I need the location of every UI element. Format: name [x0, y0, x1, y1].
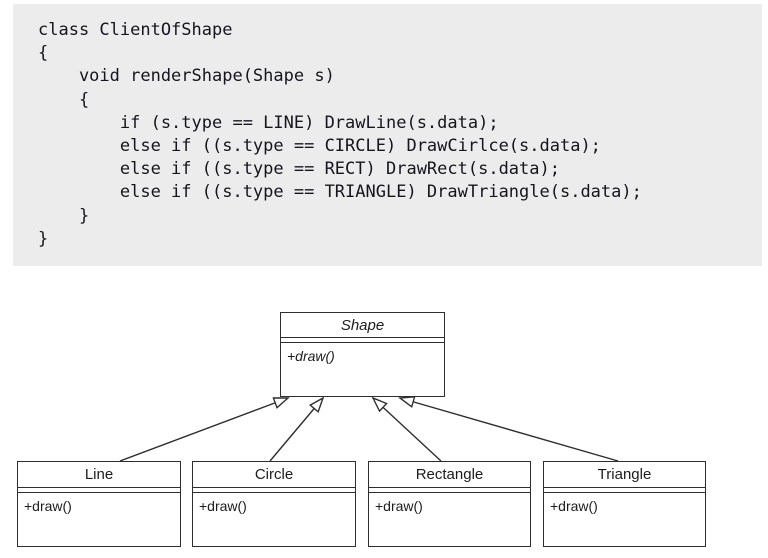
class-box-triangle: Triangle +draw() — [543, 461, 706, 547]
connector-triangle-to-shape — [400, 398, 619, 462]
class-box-circle: Circle +draw() — [192, 461, 356, 547]
connector-rectangle-to-shape — [373, 398, 442, 462]
class-box-shape: Shape +draw() — [280, 312, 445, 397]
operations-compartment: +draw() — [544, 493, 705, 546]
connector-line-to-shape — [119, 398, 288, 462]
attributes-compartment — [18, 488, 180, 493]
operation-draw: +draw() — [287, 348, 335, 364]
class-name-shape: Shape — [281, 313, 444, 338]
operation-draw: +draw() — [24, 498, 72, 514]
operations-compartment: +draw() — [369, 493, 530, 546]
class-box-rectangle: Rectangle +draw() — [368, 461, 531, 547]
class-name-triangle: Triangle — [544, 462, 705, 488]
operation-draw: +draw() — [199, 498, 247, 514]
class-name-line: Line — [18, 462, 180, 488]
operations-compartment: +draw() — [193, 493, 355, 546]
operation-draw: +draw() — [550, 498, 598, 514]
attributes-compartment — [544, 488, 705, 493]
operation-draw: +draw() — [375, 498, 423, 514]
operations-compartment: +draw() — [281, 343, 444, 396]
attributes-compartment — [193, 488, 355, 493]
attributes-compartment — [369, 488, 530, 493]
code-text: class ClientOfShape { void renderShape(S… — [38, 20, 642, 249]
class-name-circle: Circle — [193, 462, 355, 488]
class-name-rectangle: Rectangle — [369, 462, 530, 488]
class-box-line: Line +draw() — [17, 461, 181, 547]
code-snippet-panel: class ClientOfShape { void renderShape(S… — [13, 4, 762, 266]
operations-compartment: +draw() — [18, 493, 180, 546]
attributes-compartment — [281, 338, 444, 343]
connector-circle-to-shape — [269, 398, 323, 462]
